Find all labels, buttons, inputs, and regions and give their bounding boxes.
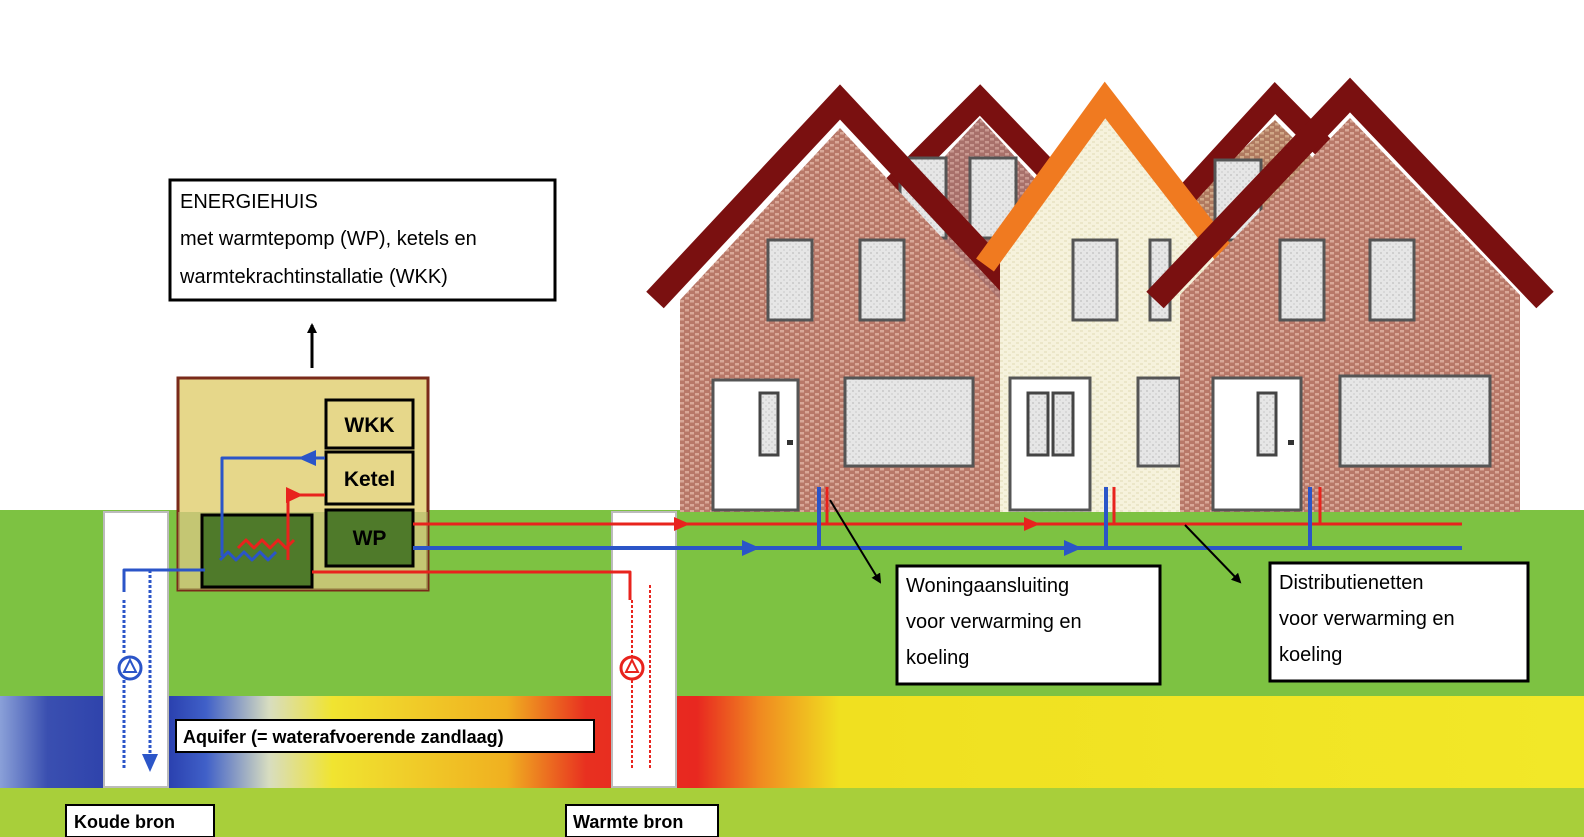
pump-warm-icon	[619, 655, 645, 681]
energiehuis-title: ENERGIEHUIS	[180, 191, 318, 213]
energiehuis-line2: warmtekrachtinstallatie (WKK)	[179, 266, 448, 288]
aquifer-label-box: Aquifer (= waterafvoerende zandlaag)	[175, 719, 595, 753]
distributienetten-line3: koeling	[1279, 644, 1342, 666]
koude-bron-label-box: Koude bron	[65, 804, 215, 837]
warmte-bron-label-box: Warmte bron	[565, 804, 719, 837]
warmte-bron-label: Warmte bron	[573, 812, 683, 832]
wkk-unit	[324, 398, 415, 450]
distributienetten-arrow	[1184, 524, 1242, 584]
bottom-ground	[0, 788, 1584, 837]
pump-cold-icon	[117, 655, 143, 681]
flow-arrows	[142, 450, 1082, 772]
ketel-unit	[324, 450, 415, 506]
woningaansluiting-line3: koeling	[906, 647, 969, 669]
energiehuis-label-box: ENERGIEHUIS met warmtepomp (WP), ketels …	[168, 178, 557, 302]
pipes	[122, 456, 1462, 770]
warmte-bron-well	[611, 511, 677, 788]
distributienetten-label-box: Distributienetten voor verwarming en koe…	[1268, 561, 1530, 683]
woningaansluiting-line2: voor verwarming en	[906, 611, 1082, 633]
woningaansluiting-line1: Woningaansluiting	[906, 575, 1069, 597]
wp-label: WP	[353, 527, 387, 550]
aquifer-label: Aquifer (= waterafvoerende zandlaag)	[183, 727, 504, 747]
woningaansluiting-label-box: Woningaansluiting voor verwarming en koe…	[895, 564, 1162, 686]
woningaansluiting-arrow	[829, 499, 882, 584]
energiehuis-line1: met warmtepomp (WP), ketels en	[180, 228, 477, 250]
distributienetten-line2: voor verwarming en	[1279, 608, 1455, 630]
energiehuis-building: WKK Ketel WP	[176, 376, 430, 592]
wkk-label: WKK	[344, 414, 394, 437]
koude-bron-well	[103, 511, 169, 788]
houses	[646, 77, 1554, 512]
distributienetten-line1: Distributienetten	[1279, 572, 1424, 594]
wp-unit	[324, 508, 415, 568]
ketel-label: Ketel	[344, 468, 395, 491]
heat-exchanger	[200, 513, 314, 589]
koude-bron-label: Koude bron	[74, 812, 175, 832]
